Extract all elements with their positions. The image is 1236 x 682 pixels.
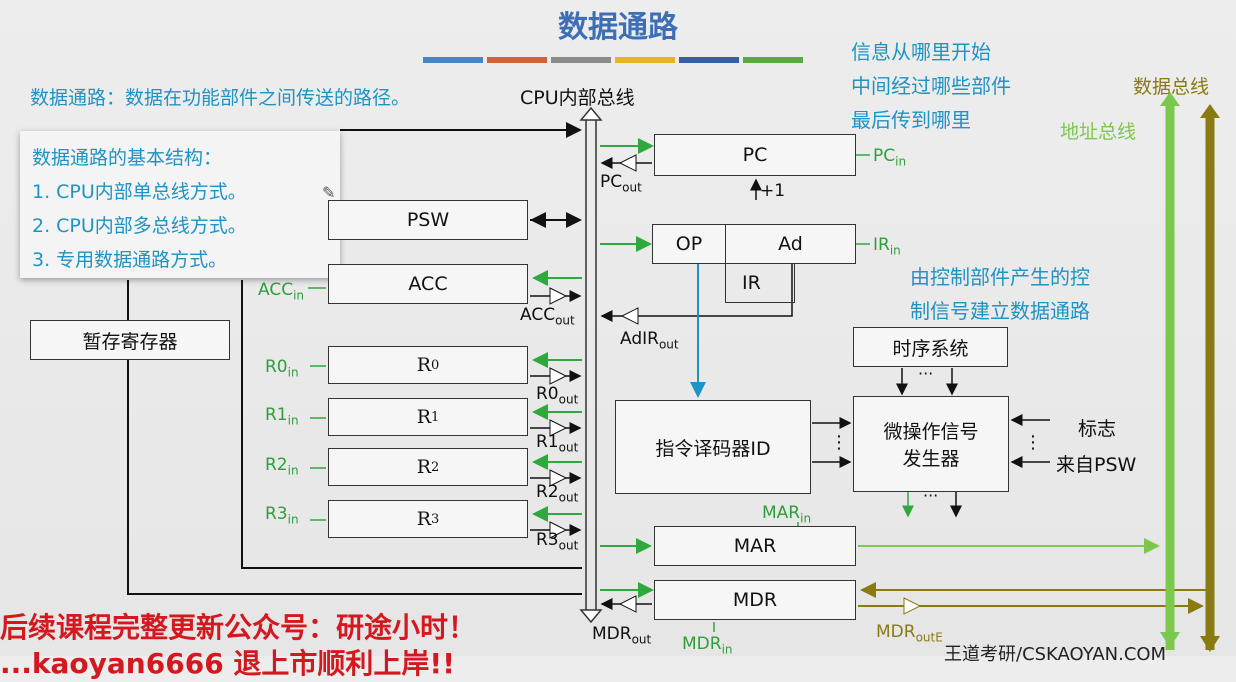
flag-dots: ⋮	[1024, 432, 1042, 453]
pc-increment: +1	[760, 181, 786, 201]
r2-subscript: 2	[431, 459, 440, 475]
signal-r1-out: R1out	[536, 432, 579, 455]
signal-r0-out: R0out	[536, 384, 579, 407]
promo-banner-line-2: ...kaoyan6666 退上市顺利上岸!!	[0, 647, 455, 680]
note-line-2: 中间经过哪些部件	[851, 74, 1011, 98]
r3-subscript: 3	[431, 511, 440, 527]
signal-r0-in: R0in	[265, 357, 299, 380]
definition-text: 数据通路：数据在功能部件之间传送的路径。	[30, 87, 411, 109]
timing-system: 时序系统	[853, 327, 1008, 367]
mar-register: MAR	[654, 526, 856, 566]
flags-label: 标志	[1078, 418, 1117, 440]
note-line-1: 信息从哪里开始	[851, 40, 991, 64]
signal-mdr-out: MDRout	[592, 624, 652, 647]
structure-item-1: 1. CPU内部单总线方式。	[32, 181, 247, 203]
control-note-line-1: 由控制部件产生的控	[910, 265, 1090, 289]
pencil-icon[interactable]: ✎	[322, 183, 336, 202]
title-stripe	[423, 57, 483, 63]
micro-op-line-2: 发生器	[902, 448, 960, 470]
control-note-line-2: 制信号建立数据通路	[910, 299, 1090, 323]
signal-mdr-oute: MDRoutE	[876, 622, 943, 645]
signal-mdr-in: MDRin	[682, 634, 733, 657]
signal-acc-in: ACCin	[258, 280, 305, 303]
cpu-bus-label: CPU内部总线	[520, 87, 635, 109]
mdr-register: MDR	[654, 580, 856, 620]
signal-mar-in: MARin	[762, 503, 812, 526]
instruction-decoder: 指令译码器ID	[615, 400, 811, 494]
signal-r3-out: R3out	[536, 530, 579, 553]
data-bus-label: 数据总线	[1133, 76, 1210, 98]
acc-register: ACC	[328, 264, 528, 304]
ir-op-field: OP	[652, 224, 726, 264]
structure-heading: 数据通路的基本结构：	[32, 147, 223, 169]
timing-dots: ···	[918, 364, 934, 383]
promo-banner-line-1: 后续课程完整更新公众号：研途小时！	[0, 611, 477, 644]
r0-subscript: 0	[431, 357, 440, 373]
signal-r3-in: R3in	[265, 504, 299, 527]
output-dots: ···	[923, 486, 939, 505]
signal-r2-in: R2in	[265, 455, 299, 478]
ir-frame	[725, 263, 795, 303]
r2-label: R	[416, 456, 432, 478]
signal-adir-out: AdIRout	[620, 329, 679, 352]
ir-label: IR	[742, 272, 761, 294]
r3-label: R	[416, 508, 432, 530]
micro-op-line-1: 微操作信号	[883, 421, 979, 443]
title-stripe	[615, 57, 675, 63]
signal-ir-in: IRin	[873, 235, 901, 258]
signal-pc-in: PCin	[873, 146, 907, 169]
address-bus-label: 地址总线	[1060, 121, 1137, 143]
signal-pc-out: PCout	[600, 172, 642, 195]
title-stripe	[743, 57, 803, 63]
structure-item-3: 3. 专用数据通路方式。	[32, 249, 228, 271]
decoder-dots: ⋮	[830, 432, 848, 453]
page-title: 数据通路	[558, 10, 678, 45]
r1-label: R	[416, 406, 432, 428]
title-stripe	[487, 57, 547, 63]
datapath-wiring	[127, 92, 1220, 652]
signal-r1-in: R1in	[265, 405, 299, 428]
ir-ad-field: Ad	[725, 224, 856, 264]
structure-note-card: 数据通路的基本结构： 1. CPU内部单总线方式。 2. CPU内部多总线方式。…	[20, 131, 340, 278]
signal-acc-out: ACCout	[520, 305, 575, 328]
from-psw-label: 来自PSW	[1056, 454, 1137, 476]
psw-register: PSW	[328, 200, 528, 240]
pc-register: PC	[654, 134, 856, 176]
r1-subscript: 1	[431, 409, 440, 425]
title-stripe	[551, 57, 611, 63]
structure-item-2: 2. CPU内部多总线方式。	[32, 215, 247, 237]
watermark: 王道考研/CSKAOYAN.COM	[944, 644, 1167, 665]
title-stripe	[679, 57, 739, 63]
temp-register: 暂存寄存器	[30, 320, 230, 360]
micro-op-generator: 微操作信号 发生器	[853, 396, 1009, 492]
r0-label: R	[416, 354, 432, 376]
note-line-3: 最后传到哪里	[851, 108, 971, 132]
signal-r2-out: R2out	[536, 482, 579, 505]
